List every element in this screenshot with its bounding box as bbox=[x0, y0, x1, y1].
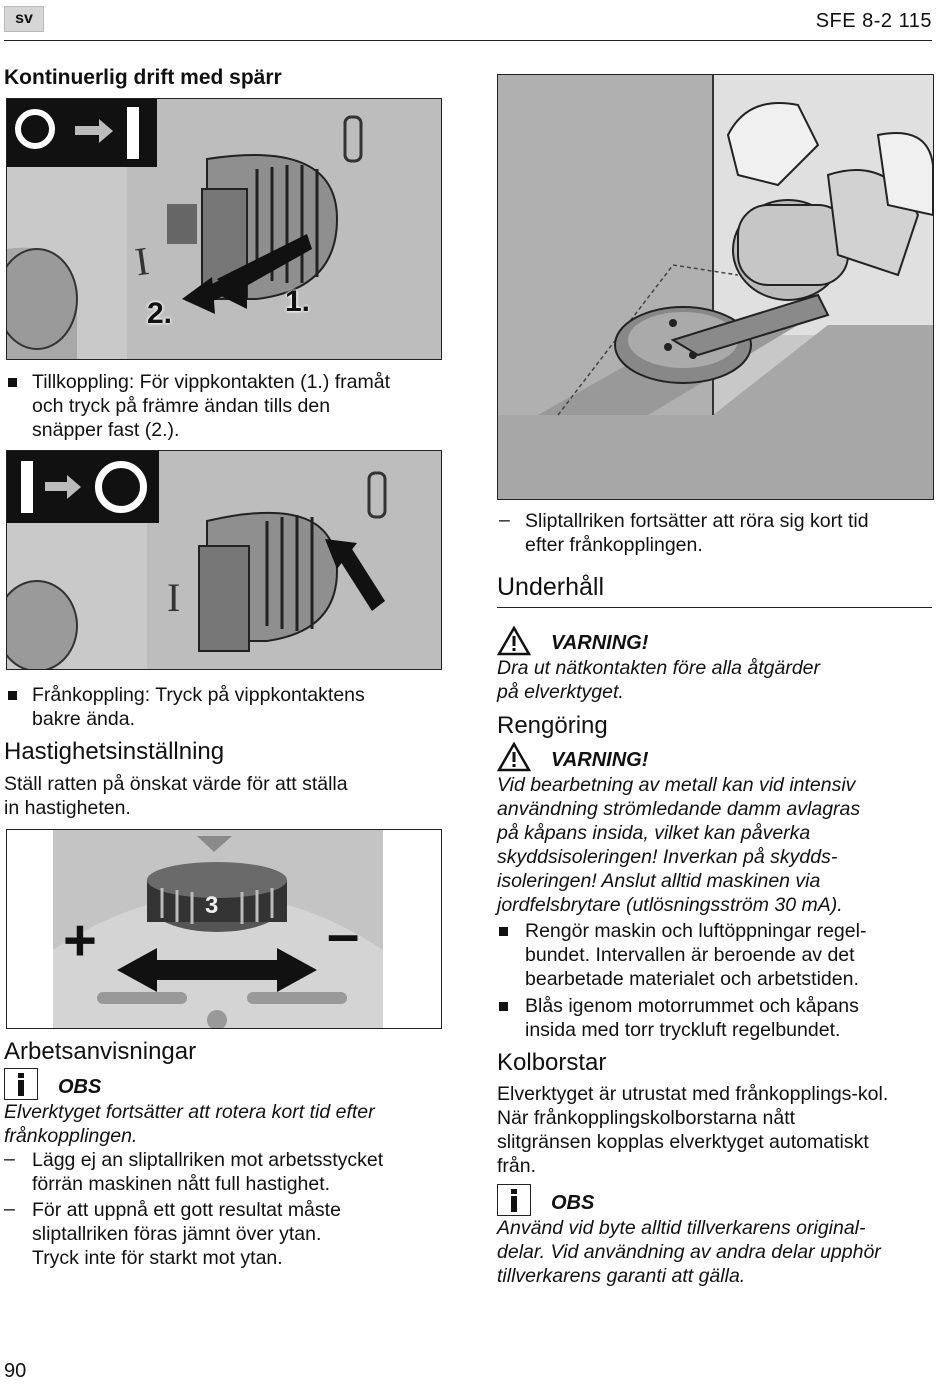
section-title-work: Arbetsanvisningar bbox=[4, 1038, 197, 1065]
brushes-text: Elverktyget är utrustat med frånkoppling… bbox=[497, 1083, 889, 1177]
obs-label: OBS bbox=[551, 1192, 595, 1214]
switch-on-illustration: I bbox=[7, 99, 441, 359]
off-on-symbol-box bbox=[7, 451, 159, 523]
bullet-switch-on: Tillkoppling: För vippkontakten (1.) fra… bbox=[32, 371, 391, 441]
speed-text: Ställ ratten på önskat värde för att stä… bbox=[4, 773, 348, 819]
info-icon bbox=[497, 1184, 531, 1216]
warning-label: VARNING! bbox=[551, 632, 649, 654]
svg-text:I: I bbox=[132, 238, 151, 284]
dash-marker: – bbox=[499, 509, 510, 531]
on-bar-icon bbox=[21, 461, 33, 513]
off-circle-icon bbox=[95, 461, 147, 513]
dash-marker: – bbox=[4, 1198, 15, 1220]
svg-text:I: I bbox=[167, 575, 180, 620]
bullet-marker bbox=[499, 927, 508, 936]
off-circle-icon bbox=[15, 109, 55, 149]
warning-text-metal-dust: Vid bearbetning av metall kan vid intens… bbox=[497, 774, 861, 916]
label-step-2: 2. bbox=[147, 297, 173, 330]
obs-text: Elverktyget fortsätter att rotera kort t… bbox=[4, 1101, 375, 1147]
dash-item-sanding-pad: Sliptallriken fortsätter att röra sig ko… bbox=[525, 510, 869, 556]
figure-speed-dial: 3 + – bbox=[6, 829, 442, 1029]
plus-icon: + bbox=[63, 908, 97, 973]
figure-sanding-wall bbox=[497, 74, 934, 500]
on-off-symbol-box bbox=[7, 99, 157, 167]
on-bar-icon bbox=[127, 107, 139, 159]
warning-triangle-icon bbox=[497, 742, 531, 772]
language-badge: sv bbox=[4, 6, 44, 32]
section-title-cleaning: Rengöring bbox=[497, 712, 608, 739]
model-name: SFE 8-2 115 bbox=[815, 10, 932, 32]
section-title-maintenance: Underhåll bbox=[497, 573, 605, 601]
arrow-right-icon bbox=[45, 482, 69, 491]
sanding-illustration bbox=[498, 75, 933, 499]
figure-switch-on: I 2. 1. bbox=[6, 98, 442, 360]
dash-marker: – bbox=[4, 1148, 15, 1170]
bullet-clean-machine: Rengör maskin och luftöppningar regel-bu… bbox=[525, 920, 867, 990]
speed-dial-illustration bbox=[7, 830, 441, 1028]
obs-text-original-parts: Använd vid byte alltid tillverkarens ori… bbox=[497, 1217, 881, 1287]
label-step-1: 1. bbox=[285, 285, 311, 318]
figure-switch-off: I bbox=[6, 450, 442, 670]
info-icon bbox=[4, 1068, 38, 1100]
bullet-marker bbox=[8, 691, 17, 700]
arrow-right-icon bbox=[75, 126, 101, 135]
section-title-continuous: Kontinuerlig drift med spärr bbox=[4, 66, 282, 89]
bullet-marker bbox=[499, 1002, 508, 1011]
section-rule bbox=[497, 607, 932, 608]
minus-icon: – bbox=[327, 902, 360, 967]
bullet-marker bbox=[8, 378, 17, 387]
page-number: 90 bbox=[4, 1360, 27, 1382]
section-title-brushes: Kolborstar bbox=[497, 1049, 607, 1076]
dial-value: 3 bbox=[205, 892, 219, 919]
header-rule bbox=[4, 40, 932, 41]
warning-triangle-icon bbox=[497, 626, 531, 656]
section-title-speed: Hastighetsinställning bbox=[4, 738, 225, 765]
dash-item-full-speed: Lägg ej an sliptallriken mot arbetsstyck… bbox=[32, 1149, 384, 1195]
warning-label: VARNING! bbox=[551, 749, 649, 771]
obs-label: OBS bbox=[58, 1076, 102, 1098]
